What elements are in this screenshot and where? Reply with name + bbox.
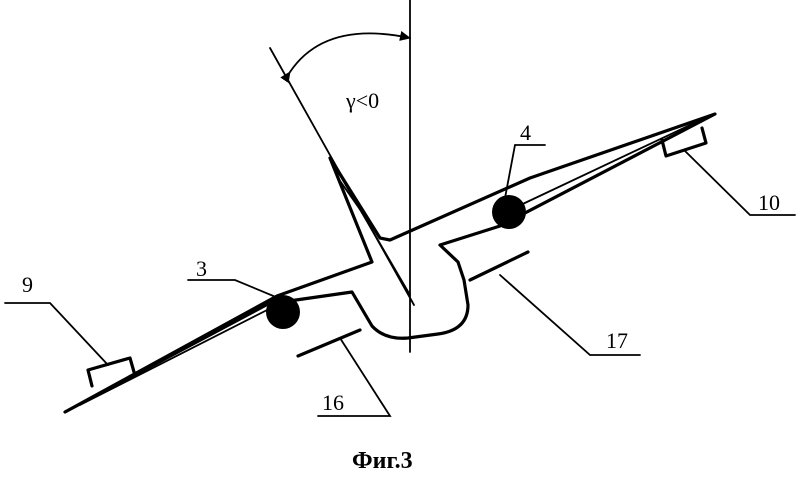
figure-caption: Фиг.3 <box>352 448 413 474</box>
label-16: 16 <box>322 390 344 415</box>
right-wing-inner-line <box>509 117 706 211</box>
leader-4 <box>504 144 546 199</box>
leader-10 <box>683 149 796 216</box>
fuselage-center-line <box>329 157 411 296</box>
right-control-surface <box>468 250 530 282</box>
leader-16 <box>317 337 392 417</box>
fuselage-inner-line <box>337 177 381 239</box>
left-wing-inner-line <box>79 305 276 406</box>
right-engine <box>492 195 526 229</box>
aircraft-outline <box>63 112 717 414</box>
right-wingtip-pod <box>660 126 708 158</box>
leader-9 <box>4 302 109 366</box>
angle-label: γ<0 <box>345 88 379 113</box>
left-engine <box>266 295 300 329</box>
label-17: 17 <box>606 328 628 353</box>
label-9: 9 <box>22 272 33 297</box>
leader-3 <box>187 279 284 301</box>
left-wingtip-pod <box>86 356 136 388</box>
label-4: 4 <box>520 120 531 145</box>
leader-17 <box>499 274 641 356</box>
angle-arc <box>280 31 411 84</box>
label-10: 10 <box>758 190 780 215</box>
label-3: 3 <box>196 256 207 281</box>
left-control-surface <box>296 328 362 358</box>
